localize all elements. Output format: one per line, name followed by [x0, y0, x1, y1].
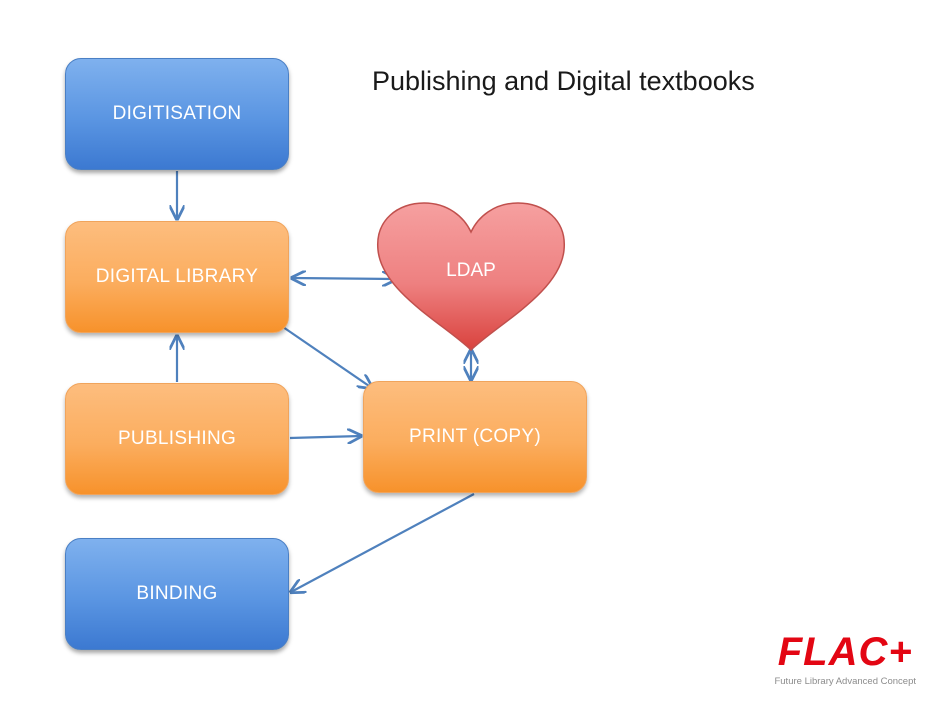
page-title: Publishing and Digital textbooks — [372, 66, 755, 96]
node-label: DIGITISATION — [112, 103, 242, 124]
node-print-copy: PRINT (COPY) — [363, 381, 587, 493]
node-publishing: PUBLISHING — [65, 383, 289, 495]
node-digital-library: DIGITAL LIBRARY — [65, 221, 289, 333]
arrow-library-to-print — [282, 326, 372, 388]
arrow-print-to-binding — [291, 493, 475, 592]
node-label: PRINT (COPY) — [408, 426, 542, 447]
node-label: BINDING — [136, 583, 218, 604]
logo-tagline: Future Library Advanced Concept — [774, 676, 916, 687]
flac-logo: FLAC+ Future Library Advanced Concept — [774, 632, 916, 687]
node-ldap: LDAP — [374, 200, 568, 354]
node-label: PUBLISHING — [117, 428, 237, 449]
node-label: LDAP — [446, 260, 496, 281]
arrow-publishing-to-print — [289, 436, 361, 438]
node-binding: BINDING — [65, 538, 289, 650]
arrow-library-ldap — [292, 278, 396, 279]
heart-icon — [377, 202, 565, 352]
node-digitisation: DIGITISATION — [65, 58, 289, 170]
logo-mark: FLAC+ — [777, 630, 913, 674]
node-label: DIGITAL LIBRARY — [95, 266, 259, 287]
